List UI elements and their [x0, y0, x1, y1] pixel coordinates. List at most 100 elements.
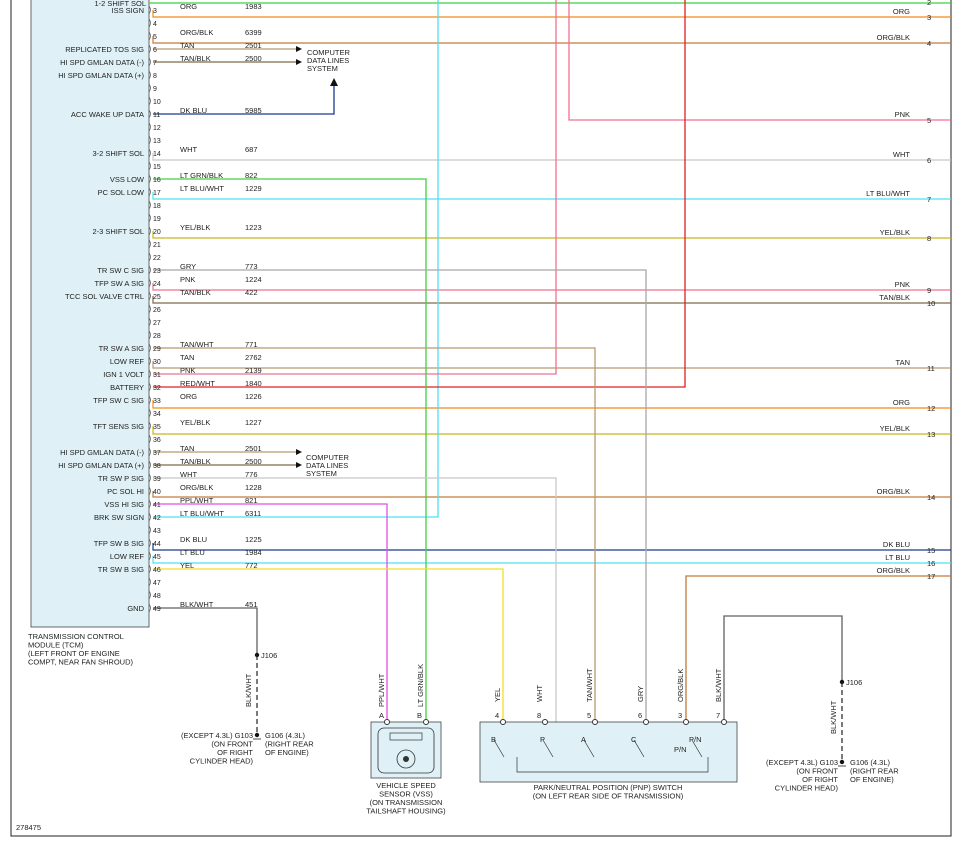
wire-color-label: BLK/WHT: [714, 668, 723, 702]
switch-contact: [691, 739, 703, 758]
switch-contact: [493, 739, 505, 758]
wire-color-label: LT GRN/BLK: [180, 171, 223, 180]
computer-data-lines-text: SYSTEM: [306, 469, 337, 478]
output-number: 11: [927, 364, 935, 373]
output-number: 6: [927, 156, 931, 165]
pin-signal-label: ACC WAKE UP DATA: [71, 110, 144, 119]
circuit-number: 1983: [245, 2, 262, 11]
wire-run: [152, 426, 951, 435]
wire-run: [152, 556, 951, 564]
ground-g103-label: (EXCEPT 4.3L) G103: [181, 731, 253, 740]
circuit-number: 772: [245, 561, 258, 570]
wire-run: [152, 400, 951, 409]
ground-g103-label: (ON FRONT: [211, 740, 253, 749]
circuit-number: 821: [245, 496, 258, 505]
pin-number: 32: [153, 385, 161, 392]
switch-contact: [542, 739, 554, 758]
switch-label: P/N: [674, 745, 687, 754]
pin-bracket: [148, 57, 151, 67]
wire-color-label: PNK: [180, 275, 195, 284]
wire-run: [153, 503, 388, 722]
pin-signal-label: LOW REF: [110, 552, 145, 561]
pin-bracket: [148, 18, 151, 28]
wire-run: [153, 477, 557, 722]
pin-signal-label: 1-2 SHIFT SOL: [94, 0, 146, 8]
pin-signal-label: IGN 1 VOLT: [103, 370, 144, 379]
pin-signal-label: BRK SW SIGN: [94, 513, 144, 522]
pin-signal-label: ISS SIGN: [111, 6, 144, 15]
circuit-number: 1228: [245, 483, 262, 492]
pin-bracket: [148, 70, 151, 80]
connector-pin-label: 3: [678, 711, 682, 720]
wire-run: [153, 0, 557, 375]
output-number: 3: [927, 13, 931, 22]
output-number: 5: [927, 116, 931, 125]
ground-g106-label: OF ENGINE): [850, 775, 894, 784]
switch-label: P/N: [689, 735, 702, 744]
pin-signal-label: TR SW B SIG: [98, 565, 144, 574]
output-wire-label: TAN: [896, 358, 910, 367]
pin-number: 38: [153, 463, 161, 470]
ground-g103-label: (EXCEPT 4.3L) G103: [766, 758, 838, 767]
pin-number: 28: [153, 333, 161, 340]
ground-g103-label: OF RIGHT: [802, 775, 838, 784]
pin-bracket: [148, 603, 151, 613]
output-number: 17: [927, 572, 935, 581]
pin-bracket: [148, 200, 151, 210]
circuit-number: 1229: [245, 184, 262, 193]
arrow-head: [296, 59, 302, 65]
output-wire-label: ORG/BLK: [877, 33, 910, 42]
wire-run: [152, 361, 951, 369]
vss-reluctor: [396, 749, 416, 769]
wire-run: [153, 0, 439, 518]
ground-g106-label: (RIGHT REAR: [850, 767, 899, 776]
pin-number: 4: [153, 21, 157, 28]
wire-color-label: TAN: [180, 353, 194, 362]
splice-label: J106: [846, 678, 862, 687]
pin-number: 7: [153, 60, 157, 67]
wire-color-label: GRY: [180, 262, 196, 271]
pin-bracket: [148, 291, 151, 301]
arrow-head: [330, 78, 338, 86]
wire-color-label: WHT: [180, 470, 197, 479]
pin-signal-label: TR SW C SIG: [97, 266, 144, 275]
pin-signal-label: HI SPD GMLAN DATA (+): [58, 71, 144, 80]
connector-pin-label: 4: [495, 711, 499, 720]
connector-pin-label: 5: [587, 711, 591, 720]
wire-run: [153, 269, 647, 722]
circuit-number: 1840: [245, 379, 262, 388]
wire-color-label: YEL/BLK: [180, 223, 210, 232]
wire-run: [153, 607, 258, 655]
pin-number: 12: [153, 125, 161, 132]
pin-bracket: [148, 187, 151, 197]
pin-signal-label: TFT SENS SIG: [93, 422, 144, 431]
pin-bracket: [148, 447, 151, 457]
circuit-number: 6311: [245, 509, 261, 518]
ground-g103-label: OF RIGHT: [217, 748, 253, 757]
connector-pin: [542, 719, 548, 725]
pin-number: 19: [153, 216, 161, 223]
pin-number: 20: [153, 229, 161, 236]
pin-bracket: [148, 486, 151, 496]
pin-number: 15: [153, 164, 161, 171]
wire-color-label: ORG: [180, 392, 197, 401]
connector-pin-label: B: [417, 711, 422, 720]
splice-label: J106: [261, 651, 277, 660]
pin-bracket: [148, 252, 151, 262]
output-wire-label: LT BLU/WHT: [866, 189, 910, 198]
pin-number: 10: [153, 99, 161, 106]
tcm-module-box: [30, 0, 150, 628]
tcm-name-line: TRANSMISSION CONTROL: [28, 632, 124, 641]
pin-bracket: [148, 174, 151, 184]
wire-run: [152, 296, 951, 304]
circuit-number: 687: [245, 145, 258, 154]
pin-signal-label: TFP SW C SIG: [93, 396, 144, 405]
pin-bracket: [148, 564, 151, 574]
pin-bracket: [148, 421, 151, 431]
